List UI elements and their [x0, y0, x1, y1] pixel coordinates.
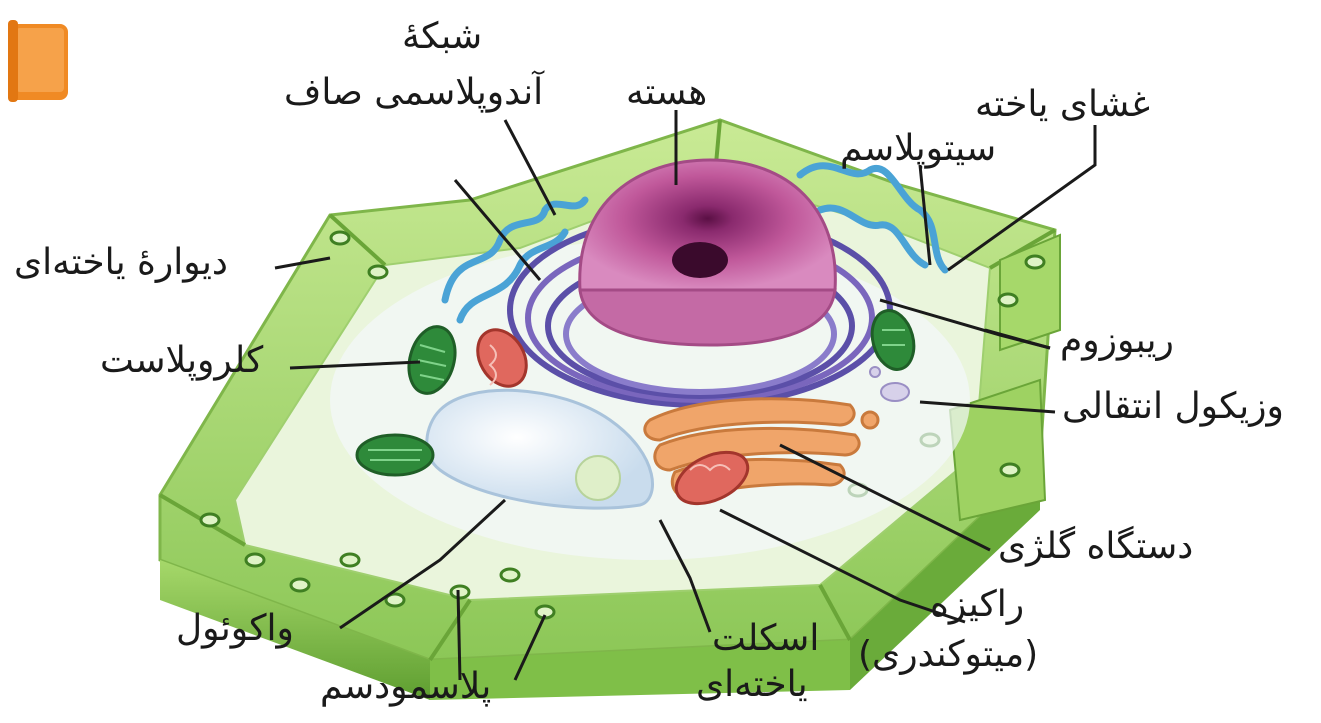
label-cell-membrane: غشای یاخته — [975, 84, 1150, 125]
label-nucleus: هسته — [626, 72, 707, 113]
label-plasmodesma: پلاسمودسم — [320, 666, 491, 707]
label-smooth-er-line2: آندوپلاسمی صاف — [284, 72, 543, 113]
label-ribosome: ریبوزوم — [1060, 320, 1174, 361]
label-golgi: دستگاه گلژی — [998, 526, 1193, 567]
label-transport-vesicle: وزیکول انتقالی — [1062, 386, 1284, 427]
label-cytoskeleton-line1: اسکلت — [712, 618, 819, 659]
label-cell-wall: دیوارهٔ یاخته‌ای — [14, 242, 228, 283]
label-vacuole: واکوئول — [176, 608, 294, 649]
label-cytoplasm: سیتوپلاسم — [840, 128, 996, 169]
label-cytoskeleton-line2: یاخته‌ای — [696, 664, 808, 705]
label-smooth-er-line1: شبکهٔ — [402, 16, 482, 57]
label-chloroplast: کلروپلاست — [100, 340, 263, 381]
label-mitochondria-line2: (میتوکندری) — [858, 634, 1038, 675]
label-mitochondria-line1: راکیزه — [930, 584, 1024, 625]
